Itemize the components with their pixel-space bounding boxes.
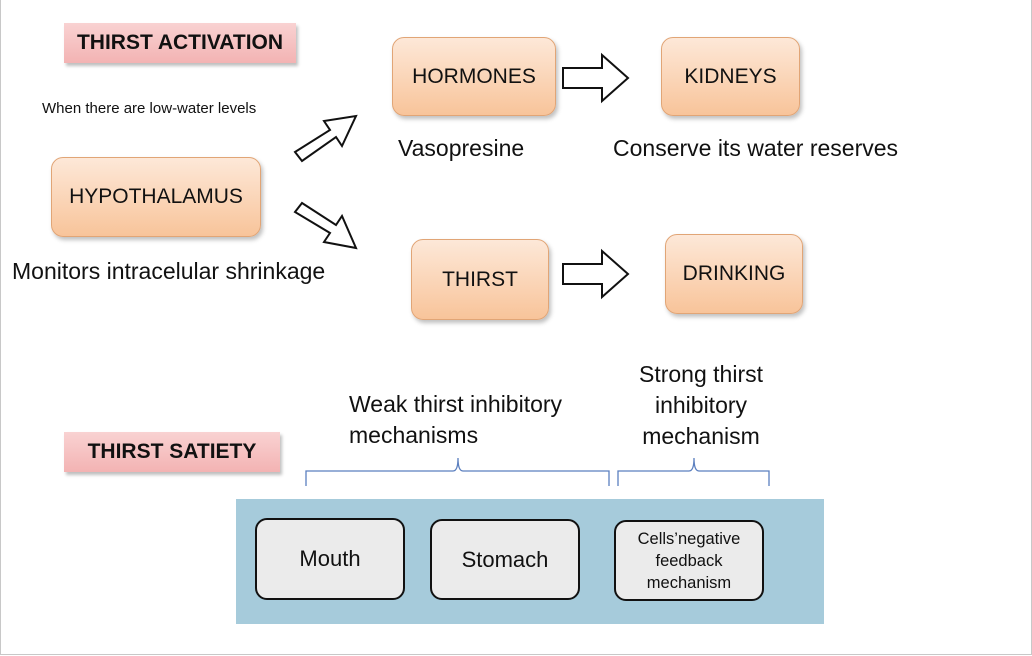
strong-label-line1: Strong thirst xyxy=(639,361,763,387)
low-water-note: When there are low-water levels xyxy=(42,100,257,117)
strong-brace xyxy=(617,457,770,486)
strong-label-line2: inhibitory xyxy=(654,392,748,418)
thirst-box: THIRST xyxy=(411,239,549,320)
weak-brace xyxy=(305,457,610,486)
thirst-label: THIRST xyxy=(442,267,518,291)
stomach-label: Stomach xyxy=(461,546,549,572)
hormones-note: Vasopresine xyxy=(398,135,525,161)
cells-label-line1: Cells’negative xyxy=(637,529,741,548)
kidneys-note: Conserve its water reserves xyxy=(613,135,899,161)
weak-label-line1: Weak thirst inhibitory xyxy=(349,391,563,417)
drinking-label: DRINKING xyxy=(682,262,786,285)
cells-feedback-box: Cells’negative feedback mechanism xyxy=(614,520,764,601)
weak-label-line2: mechanisms xyxy=(349,422,479,448)
stomach-box: Stomach xyxy=(430,519,580,600)
cells-label-line2: feedback xyxy=(655,551,723,570)
hypothalamus-box: HYPOTHALAMUS xyxy=(51,157,261,237)
kidneys-label: KIDNEYS xyxy=(684,64,777,88)
weak-label: Weak thirst inhibitory mechanisms xyxy=(349,389,562,451)
hypothalamus-label: HYPOTHALAMUS xyxy=(69,185,243,208)
hypothalamus-note: Monitors intracelular shrinkage xyxy=(12,258,326,284)
kidneys-box: KIDNEYS xyxy=(661,37,800,116)
cells-label-line3: mechanism xyxy=(646,573,732,592)
mouth-box: Mouth xyxy=(255,518,405,600)
arrow-up-right-icon xyxy=(293,114,358,163)
mouth-label: Mouth xyxy=(299,546,361,571)
arrow-right-icon xyxy=(562,52,630,104)
thirst-satiety-title: THIRST SATIETY xyxy=(64,432,280,472)
strong-label: Strong thirst inhibitory mechanism xyxy=(611,359,791,452)
arrow-down-right-icon xyxy=(293,201,358,250)
hormones-box: HORMONES xyxy=(392,37,556,116)
thirst-activation-title: THIRST ACTIVATION xyxy=(64,23,296,63)
strong-label-line3: mechanism xyxy=(642,423,760,449)
hormones-label: HORMONES xyxy=(412,64,536,88)
arrow-right-icon xyxy=(562,248,630,300)
drinking-box: DRINKING xyxy=(665,234,803,314)
